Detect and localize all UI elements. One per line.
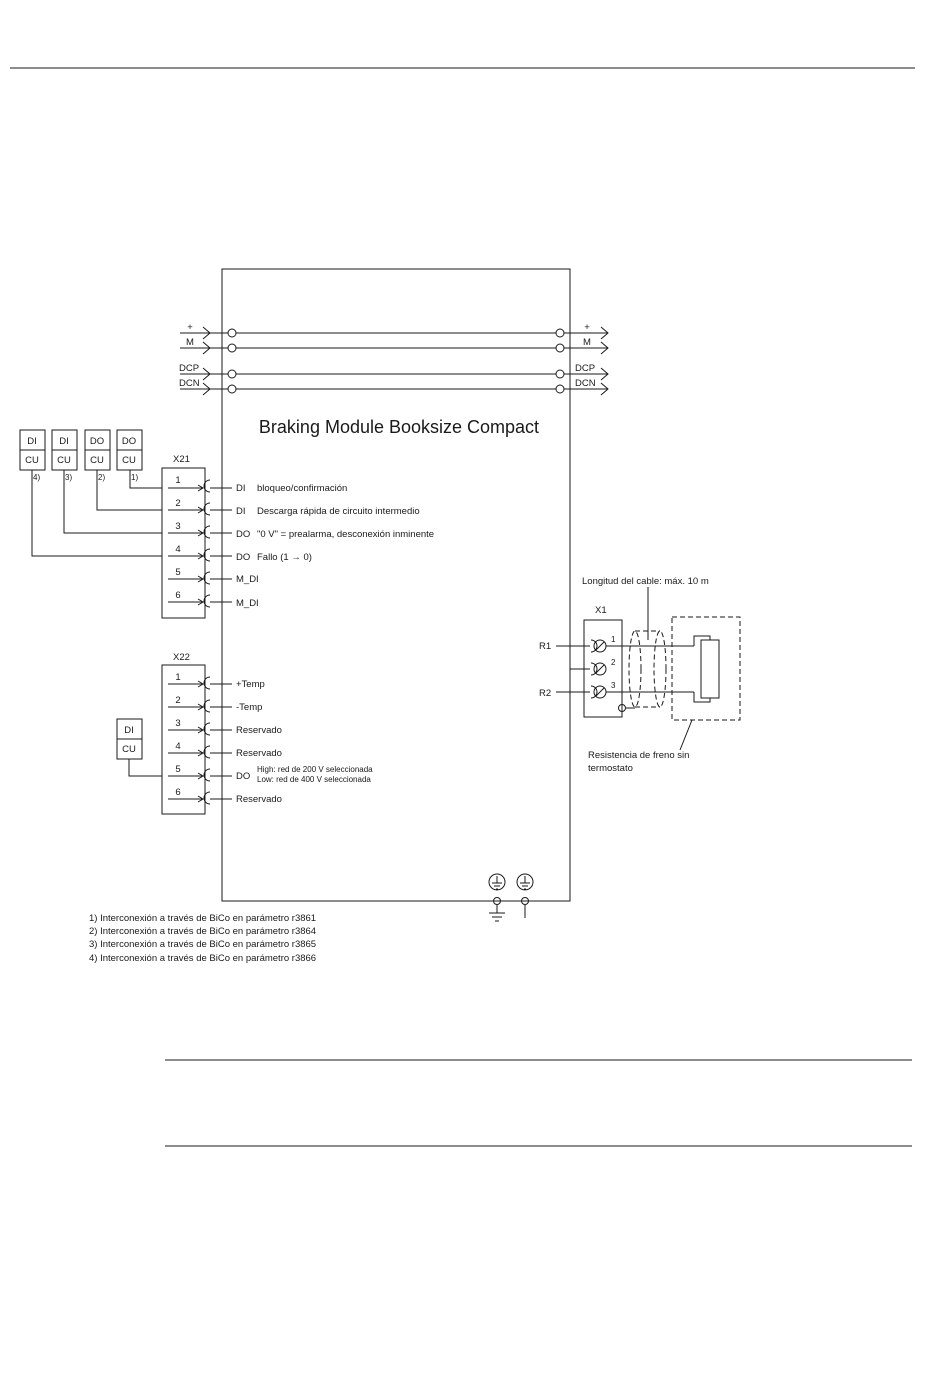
busbar-label-left-dcp: DCP [179, 363, 199, 374]
cu-box-bottom-top: DI [124, 725, 134, 736]
busbars [180, 326, 609, 396]
resistor-note-line1: Resistencia de freno sin [588, 750, 689, 761]
busbar-label-left-dcn: DCN [179, 378, 200, 389]
x21-pin-6-num: 6 [175, 590, 180, 601]
busbar-label-left-m: M [186, 337, 194, 348]
x21-pin-4-desc: Fallo (1 → 0) [257, 552, 312, 563]
x1-terminals [556, 639, 607, 699]
footnote-2: 2) Interconexión a través de BiCo en par… [89, 926, 316, 937]
busbar-label-left-plus: + [187, 322, 193, 333]
x22-label: X22 [173, 652, 190, 663]
x22-do-low: Low: red de 400 V seleccionada [257, 775, 371, 784]
x22-pin-2-num: 2 [175, 695, 180, 706]
x21-pin-3-num: 3 [175, 521, 180, 532]
x22-pin-2-type: -Temp [236, 702, 262, 713]
x22-pin-5-num: 5 [175, 764, 180, 775]
x22-pin-3-type: Reservado [236, 725, 282, 736]
x1-pin-3: 3 [611, 681, 616, 690]
cu-box-2-note: 3) [65, 473, 72, 482]
x21-pin-2-num: 2 [175, 498, 180, 509]
x21-pin-6-type: M_DI [236, 598, 259, 609]
x21-pin-1-num: 1 [175, 475, 180, 486]
x22-do-high: High: red de 200 V seleccionada [257, 765, 373, 774]
cu-box-4-note: 1) [131, 473, 138, 482]
cu-box-1-note: 4) [33, 473, 40, 482]
x22-pin-1-num: 1 [175, 672, 180, 683]
x21-pin-3-desc: "0 V" = prealarma, desconexión inminente [257, 529, 434, 540]
x21-pin-1-desc: bloqueo/confirmación [257, 483, 347, 494]
x1-pin-2: 2 [611, 658, 616, 667]
x1-r2-label: R2 [539, 688, 551, 699]
module-title: Braking Module Booksize Compact [259, 417, 539, 437]
cu-box-2-top: DI [59, 436, 69, 447]
x21-pin-5-type: M_DI [236, 574, 259, 585]
x21-terminals [168, 479, 232, 608]
footnote-4: 4) Interconexión a través de BiCo en par… [89, 953, 316, 964]
footnote-3: 3) Interconexión a través de BiCo en par… [89, 939, 316, 950]
busbar-label-right-dcn: DCN [575, 378, 596, 389]
cu-box-1-top: DI [27, 436, 37, 447]
cu-box-bottom-bottom: CU [122, 744, 136, 755]
x22-terminals [168, 676, 232, 805]
x21-pin-4-type: DO [236, 552, 250, 563]
x22-pin-3-num: 3 [175, 718, 180, 729]
busbar-label-right-plus: + [584, 322, 590, 333]
cu-box-4-bottom: CU [122, 455, 136, 466]
x22-pin-4-type: Reservado [236, 748, 282, 759]
cu-bottom-wire [128, 759, 162, 777]
ground-icon [488, 873, 506, 922]
busbar-label-right-m: M [583, 337, 591, 348]
busbar-label-right-dcp: DCP [575, 363, 595, 374]
braking-cable [606, 587, 694, 712]
footnote-1: 1) Interconexión a través de BiCo en par… [89, 913, 316, 924]
x21-pin-2-type: DI [236, 506, 246, 517]
braking-module-outline [221, 268, 571, 902]
x22-pin-1-type: +Temp [236, 679, 265, 690]
cu-box-3-top: DO [90, 436, 104, 447]
x21-connector [161, 467, 206, 619]
x1-pin-1: 1 [611, 635, 616, 644]
x21-pin-1-type: DI [236, 483, 246, 494]
x21-label: X21 [173, 454, 190, 465]
x22-connector [161, 664, 206, 815]
cu-box-4-top: DO [122, 436, 136, 447]
cable-length-note: Longitud del cable: máx. 10 m [582, 576, 709, 587]
x1-r1-label: R1 [539, 641, 551, 652]
cu-box-2-bottom: CU [57, 455, 71, 466]
protective-earth-icon [516, 873, 534, 918]
x22-pin-4-num: 4 [175, 741, 180, 752]
resistor-note-line2: termostato [588, 763, 633, 774]
cu-x21-wires [31, 470, 162, 557]
x21-pin-4-num: 4 [175, 544, 180, 555]
cu-box-3-bottom: CU [90, 455, 104, 466]
x21-pin-3-type: DO [236, 529, 250, 540]
x1-label: X1 [595, 605, 607, 616]
x21-pin-5-num: 5 [175, 567, 180, 578]
cu-box-1-bottom: CU [25, 455, 39, 466]
x22-pin-6-type: Reservado [236, 794, 282, 805]
x21-pin-2-desc: Descarga rápida de circuito intermedio [257, 506, 420, 517]
x22-pin-6-num: 6 [175, 787, 180, 798]
x22-pin-5-type: DO [236, 771, 250, 782]
braking-resistor [671, 616, 741, 751]
cu-box-3-note: 2) [98, 473, 105, 482]
